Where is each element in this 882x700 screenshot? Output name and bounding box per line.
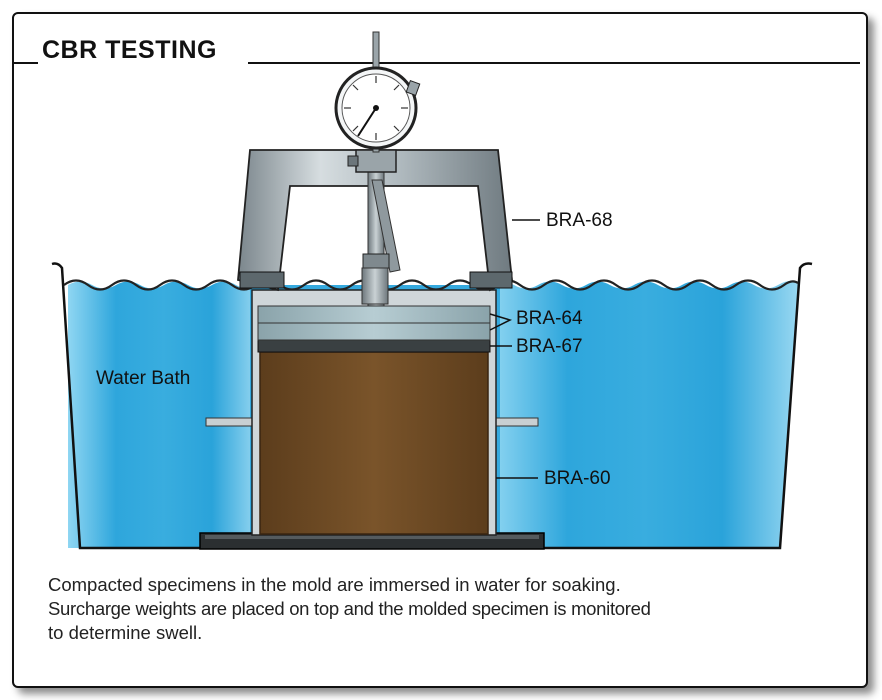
dial-needle (357, 107, 377, 137)
water-bath-water-right (490, 280, 800, 548)
figure-title: CBR TESTING (42, 36, 217, 64)
label-frame: BRA-68 (546, 210, 613, 231)
soil-specimen (259, 351, 489, 535)
label-plate: BRA-67 (516, 336, 583, 357)
surcharge-weight-top (257, 305, 491, 324)
label-weights: BRA-64 (516, 308, 583, 329)
caption-line-3: to determine swell. (48, 622, 203, 643)
title-rule-left (12, 62, 38, 64)
stem-collar (362, 253, 390, 269)
dial-knob (405, 80, 421, 96)
mold-clamp-right (493, 417, 539, 427)
figure-caption: Compacted specimens in the mold are imme… (48, 573, 838, 645)
gauge-holder (355, 149, 397, 173)
caption-line-2: Surcharge weights are placed on top and … (48, 598, 651, 619)
perforated-plate (257, 339, 491, 353)
tripod-foot-left (239, 271, 285, 289)
caption-line-1: Compacted specimens in the mold are imme… (48, 574, 621, 595)
leader-weights (489, 313, 513, 331)
label-water-bath: Water Bath (96, 368, 191, 389)
gauge-arm (371, 179, 401, 273)
title-rule-right (248, 62, 860, 64)
mold-clamp-left (205, 417, 259, 427)
surcharge-weight-bottom (257, 322, 491, 341)
water-bath-water (68, 281, 260, 548)
tripod-foot-right (469, 271, 513, 289)
label-mold: BRA-60 (544, 468, 611, 489)
stem-foot (361, 267, 389, 305)
dial-ticks (344, 76, 408, 140)
